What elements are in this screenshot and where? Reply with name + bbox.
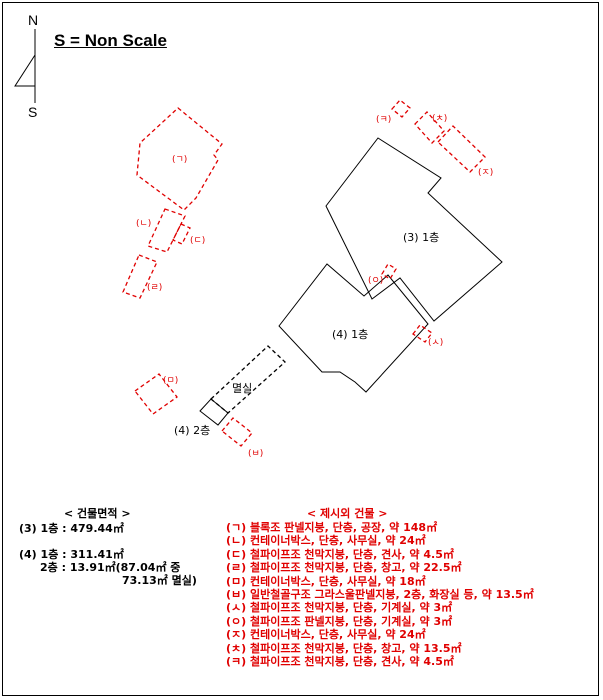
structure-d-outline: [172, 223, 191, 245]
area-section-title: < 건물면적 >: [64, 507, 131, 520]
excluded-section: (ㄱ) 블록조 판넬지붕, 단층, 공장, 약 148㎡ (ㄴ) 컨테이너박스,…: [226, 521, 534, 668]
structure-k-outline: [391, 99, 411, 118]
marker-g: (ㄱ): [172, 155, 188, 165]
building-4-floor2-label: (4) 2층: [174, 424, 211, 437]
structure-m-outline: [134, 373, 178, 415]
north-label: N: [28, 12, 39, 28]
area-row: (4) 1층 : 311.41㎡: [19, 548, 124, 561]
marker-d: (ㄷ): [190, 236, 206, 246]
structure-ch-outline: [414, 111, 445, 144]
marker-r: (ㄹ): [147, 283, 163, 293]
south-label: S: [28, 104, 38, 120]
legend-row: (ㅋ) 철파이프조 천막지붕, 단층, 견사, 약 4.5㎡: [226, 655, 454, 669]
legend-row: (ㄷ) 철파이프조 천막지붕, 단층, 견사, 약 4.5㎡: [226, 547, 454, 561]
legend-row: (ㅈ) 컨테이너박스, 단층, 사무실, 약 24㎡: [226, 628, 426, 642]
scale-note: S = Non Scale: [54, 31, 167, 50]
structure-b-outline: [221, 417, 253, 447]
structure-s-outline: [412, 324, 433, 343]
demolished-area-outline: [210, 345, 286, 414]
marker-n: (ㄴ): [136, 219, 152, 229]
marker-s: (ㅅ): [428, 338, 444, 348]
area-row: (3) 1층 : 479.44㎡: [19, 522, 124, 535]
legend-row: (ㅁ) 컨테이너박스, 단층, 사무실, 약 18㎡: [226, 574, 426, 588]
legend-row: (ㅂ) 일반철골구조 그라스울판넬지붕, 2층, 화장실 등, 약 13.5㎡: [226, 588, 534, 602]
area-row: 2층 : 13.91㎡(87.04㎡ 중: [40, 561, 181, 574]
legend-row: (ㄱ) 블록조 판넬지붕, 단층, 공장, 약 148㎡: [226, 521, 438, 534]
structure-g-outline: [136, 107, 223, 211]
legend-row: (ㅇ) 철파이프조 판넬지붕, 단층, 기계실, 약 3㎡: [226, 614, 453, 628]
area-row: 73.13㎡ 멸실): [122, 574, 197, 587]
marker-o: (ㅇ): [368, 276, 384, 286]
structure-o-outline: [381, 263, 397, 280]
excluded-section-title: < 제시외 건물 >: [307, 507, 388, 520]
building-3-label: (3) 1층: [403, 231, 440, 244]
marker-j: (ㅈ): [478, 168, 494, 178]
area-section: (3) 1층 : 479.44㎡ (4) 1층 : 311.41㎡ 2층 : 1…: [19, 522, 197, 587]
area-spacer: [19, 535, 197, 548]
marker-m: (ㅁ): [163, 376, 179, 386]
marker-b: (ㅂ): [248, 449, 264, 459]
legend-row: (ㄴ) 컨테이너박스, 단층, 사무실, 약 24㎡: [226, 534, 426, 548]
marker-ch: (ㅊ): [432, 114, 448, 124]
demolished-label: 멸실: [232, 382, 253, 395]
structure-n-outline: [147, 208, 186, 253]
legend-row: (ㅅ) 철파이프조 천막지붕, 단층, 기계실, 약 3㎡: [226, 601, 453, 615]
marker-k: (ㅋ): [376, 115, 392, 125]
structure-j-outline: [437, 125, 486, 173]
legend-row: (ㄹ) 철파이프조 천막지붕, 단층, 창고, 약 22.5㎡: [226, 561, 462, 575]
building-4-label: (4) 1층: [332, 328, 369, 341]
legend-row: (ㅊ) 철파이프조 천막지붕, 단층, 창고, 약 13.5㎡: [226, 641, 462, 655]
building-4-outline: [278, 263, 429, 393]
building-3-outline: [325, 137, 503, 322]
structure-r-outline: [122, 254, 158, 299]
north-arrow-icon: [14, 29, 36, 103]
